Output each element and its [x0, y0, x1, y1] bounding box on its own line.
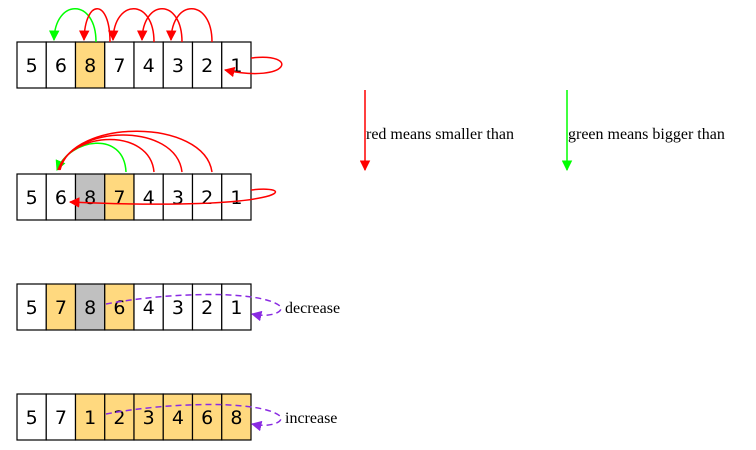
- array-cell: [191, 41, 223, 89]
- array-cell-value: 7: [113, 187, 125, 209]
- array-cell: [191, 393, 223, 441]
- array-cell: [162, 173, 194, 221]
- array-cell: [162, 41, 194, 89]
- array-cell: [104, 173, 135, 221]
- array-cell-value: 7: [55, 297, 67, 319]
- array-cell-value: 6: [201, 407, 213, 429]
- array-cell-value: 1: [230, 187, 242, 209]
- array-cell-value: 4: [143, 187, 155, 209]
- array-cell: [16, 173, 47, 221]
- array-cell-value: 2: [113, 407, 125, 429]
- row4-purple-arrow: [105, 403, 282, 432]
- array-cell: [74, 393, 106, 441]
- legend-green-label: green means bigger than: [568, 126, 725, 143]
- array-cell-value: 3: [143, 407, 155, 429]
- row3-label: decrease: [285, 300, 340, 317]
- array-cell-value: 1: [230, 55, 242, 77]
- array-cell-value: 1: [230, 297, 242, 319]
- array-cell-value: 5: [26, 407, 38, 429]
- row1-red-arrow-from-3: [136, 8, 183, 43]
- row2-red-arrow-from-1: [68, 188, 277, 208]
- array-cell-value: 6: [55, 187, 67, 209]
- array-cell-value: 8: [84, 55, 96, 77]
- array-cell-value: 4: [143, 297, 155, 319]
- row1-red-arrow-from-2: [165, 8, 213, 43]
- array-cell-value: 6: [113, 297, 125, 319]
- array-cell: [74, 173, 106, 221]
- array-cell-value: 3: [172, 55, 184, 77]
- row1-red-arrow-from-4: [107, 8, 155, 43]
- array-cell: [191, 283, 223, 331]
- array-cell: [221, 283, 252, 331]
- array-cell: [104, 283, 135, 331]
- array-cell-value: 8: [84, 297, 96, 319]
- array-cell-value: 7: [55, 407, 67, 429]
- array-cell: [162, 393, 194, 441]
- array-cell: [104, 41, 135, 89]
- array-cell: [45, 393, 77, 441]
- comparison-arrows: [48, 8, 283, 432]
- row1-red-arrow-from-1: [223, 56, 283, 78]
- row2-red-arrow-from-2: [59, 130, 213, 173]
- array-cell-value: 2: [201, 187, 213, 209]
- array-cell: [45, 173, 77, 221]
- row1-red-arrow-from-7: [78, 8, 111, 43]
- array-cell: [191, 173, 223, 221]
- array-cell-value: 3: [172, 187, 184, 209]
- array-cell: [133, 283, 164, 331]
- array-cell-value: 2: [201, 55, 213, 77]
- array-cell: [221, 41, 252, 89]
- array-cell: [162, 283, 194, 331]
- legend-red-label: red means smaller than: [366, 126, 514, 143]
- array-cell-value: 2: [201, 297, 213, 319]
- array-cell-value: 5: [26, 55, 38, 77]
- array-cell-value: 6: [55, 55, 67, 77]
- array-cell: [221, 173, 252, 221]
- array-cell-value: 3: [172, 297, 184, 319]
- array-cell: [74, 41, 106, 89]
- legend: red means smaller than green means bigge…: [359, 90, 725, 172]
- array-cell-value: 8: [84, 187, 96, 209]
- array-cell-value: 8: [230, 407, 242, 429]
- row3-purple-arrow: [105, 293, 282, 322]
- array-cell-value: 7: [113, 55, 125, 77]
- array-cell: [16, 283, 47, 331]
- array-cell-value: 5: [26, 187, 38, 209]
- array-cell-value: 1: [84, 407, 96, 429]
- row1-green-arrow: [48, 8, 97, 43]
- array-cell-value: 4: [172, 407, 184, 429]
- array-cell-value: 5: [26, 297, 38, 319]
- array-cell-value: 4: [143, 55, 155, 77]
- array-cell: [221, 393, 252, 441]
- row2-green-arrow: [55, 142, 127, 173]
- row4-label: increase: [285, 410, 337, 427]
